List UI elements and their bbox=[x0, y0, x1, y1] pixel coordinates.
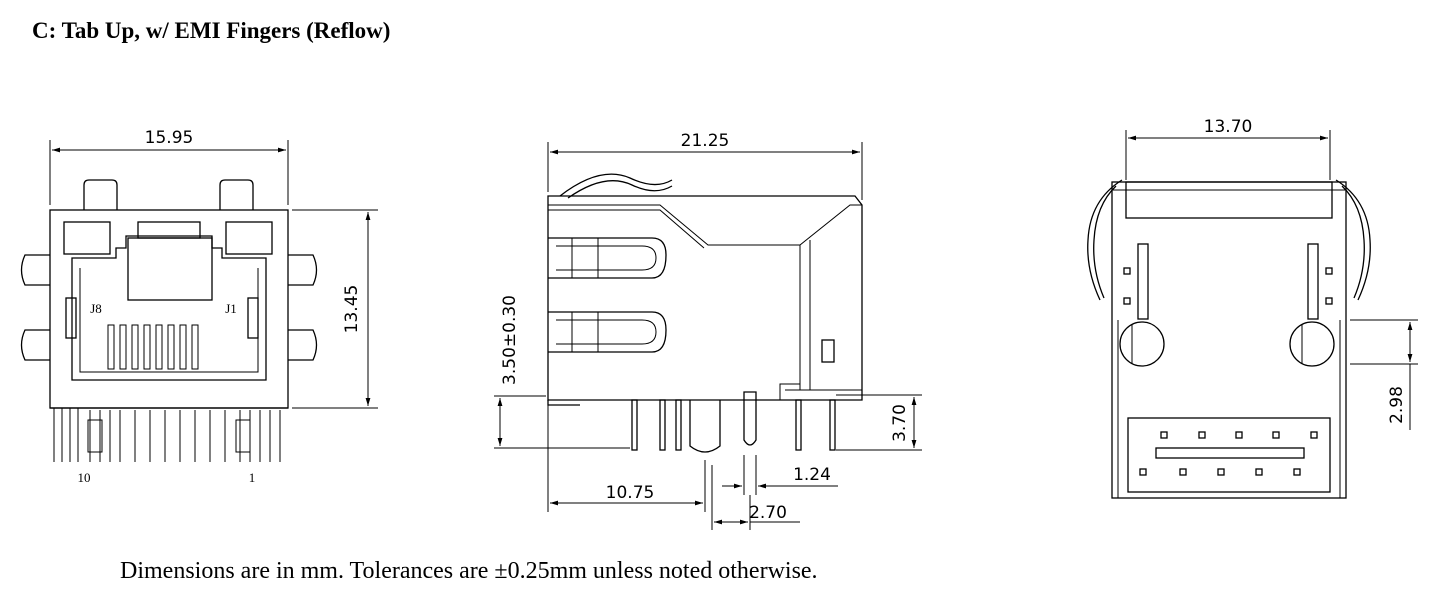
pin-label-10: 10 bbox=[78, 470, 91, 485]
technical-drawing: 15.95 13.45 J8 J1 10 1 bbox=[20, 117, 1418, 530]
front-view: 15.95 13.45 J8 J1 10 1 bbox=[20, 128, 378, 485]
pin-label-1: 1 bbox=[249, 470, 256, 485]
front-height-dim: 13.45 bbox=[342, 285, 362, 334]
standoff-dim: 3.70 bbox=[890, 404, 910, 442]
offset-dim: 10.75 bbox=[606, 483, 655, 503]
front-width-dim: 15.95 bbox=[145, 128, 194, 148]
page-title: C: Tab Up, w/ EMI Fingers (Reflow) bbox=[32, 18, 391, 43]
dimensions-note: Dimensions are in mm. Tolerances are ±0.… bbox=[120, 558, 818, 584]
pin-height-dim: 3.50±0.30 bbox=[500, 295, 520, 385]
bottom-width-dim: 13.70 bbox=[1204, 117, 1253, 137]
label-j8: J8 bbox=[90, 301, 102, 316]
side-view: 21.25 3.50±0.30 3.70 10.75 1.24 2.70 bbox=[494, 131, 922, 530]
pin-spacing-dim: 2.70 bbox=[749, 503, 787, 523]
pitch-dim: 1.24 bbox=[793, 465, 831, 485]
post-dim: 2.98 bbox=[1387, 386, 1407, 424]
side-length-dim: 21.25 bbox=[681, 131, 730, 151]
label-j1: J1 bbox=[225, 301, 237, 316]
bottom-view: 13.70 2.98 bbox=[1087, 117, 1418, 499]
